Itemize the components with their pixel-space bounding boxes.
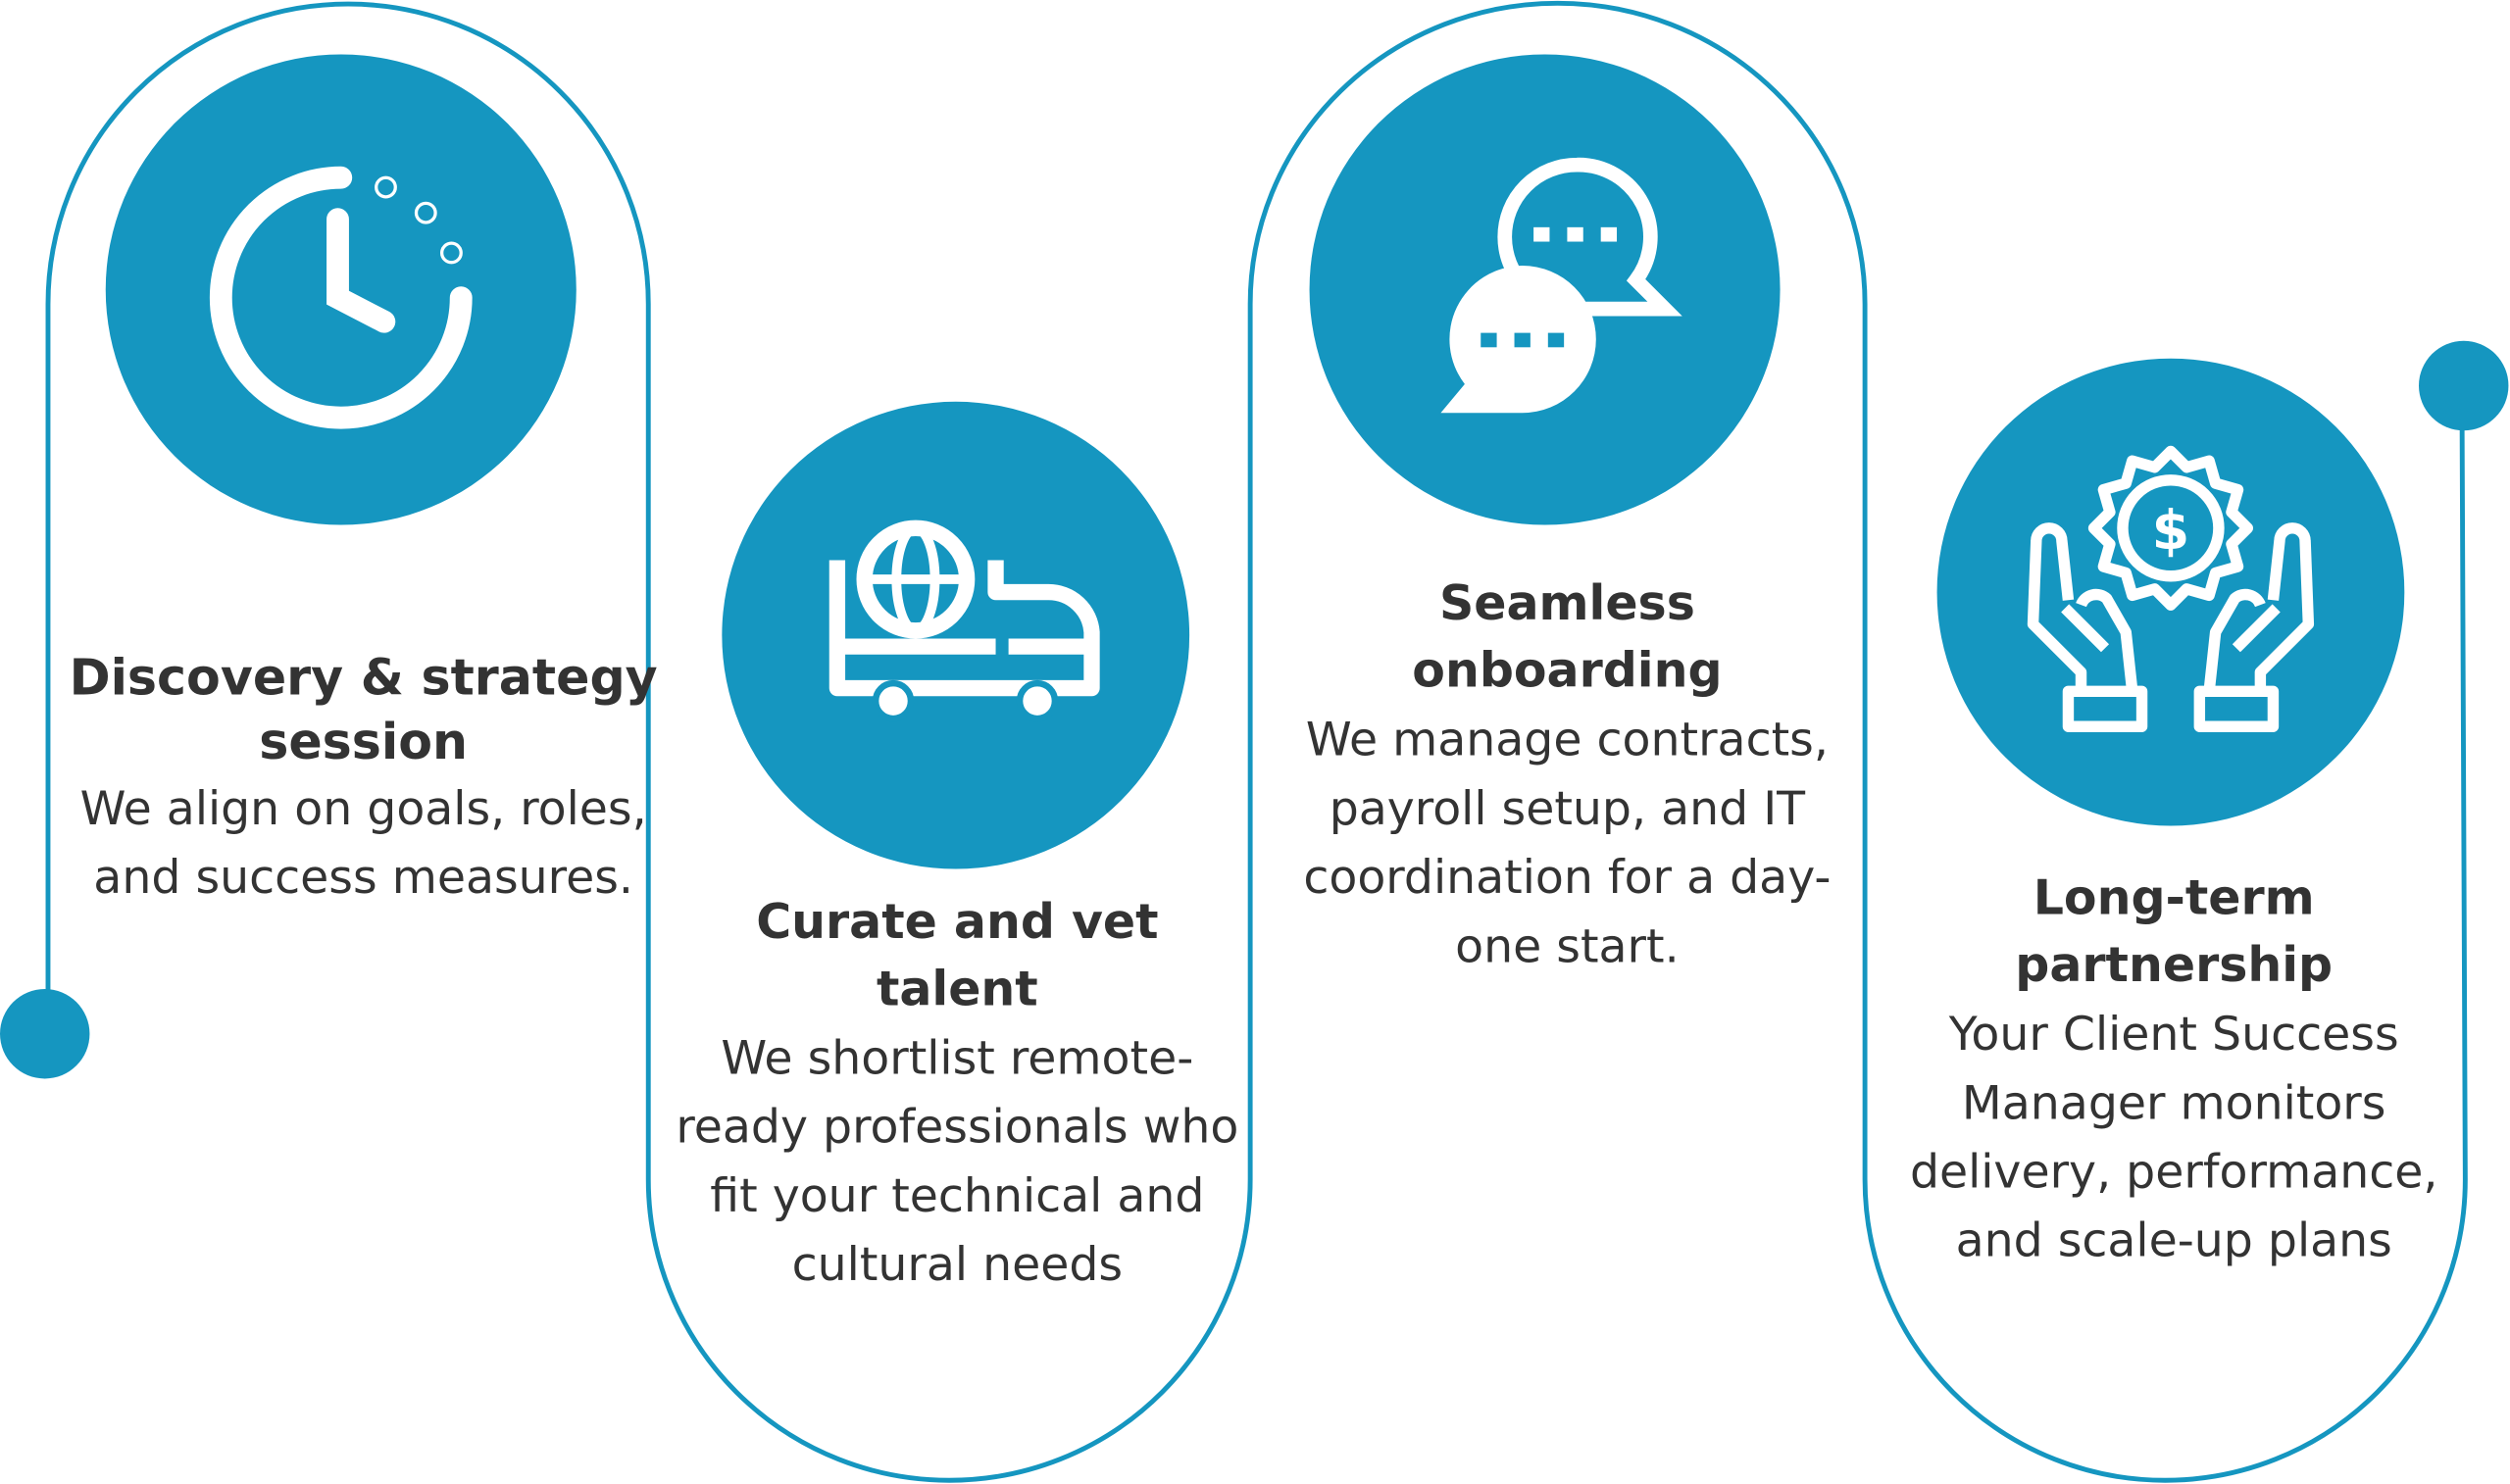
step-3-icon-circle [1309, 54, 1781, 525]
step-3-description: We manage contracts, payroll setup, and … [1303, 712, 1832, 973]
step-3-title: Seamless onboarding [1412, 575, 1723, 700]
start-dot [0, 989, 90, 1079]
step-2-title: Curate and vet talent [756, 894, 1159, 1018]
step-1-title: Discovery & strategy session [69, 649, 658, 771]
svg-text:$: $ [2152, 499, 2190, 563]
step-1-icon-circle [105, 54, 577, 525]
step-4-icon-circle: $ [1936, 358, 2405, 826]
step-4-title: Long-term partnership [2015, 870, 2334, 994]
step-1-text: Discovery & strategy session We align on… [59, 647, 667, 913]
step-2-text: Curate and vet talent We shortlist remot… [653, 890, 1261, 1300]
step-3-text: Seamless onboarding We manage contracts,… [1263, 571, 1871, 981]
delivery-truck-globe-icon [828, 519, 1100, 722]
clock-icon [209, 166, 473, 429]
step-4-description: Your Client Success Manager monitors del… [1909, 1006, 2438, 1268]
step-1-description: We align on goals, roles, and success me… [79, 780, 647, 905]
hands-dollar-icon: $ [2027, 445, 2315, 732]
step-4-text: Long-term partnership Your Client Succes… [1870, 866, 2478, 1275]
end-dot [2419, 340, 2509, 431]
connector-path [45, 0, 2468, 1483]
step-2-description: We shortlist remote-ready professionals … [676, 1030, 1239, 1292]
step-2-icon-circle [722, 401, 1190, 869]
chat-bubbles-icon [1440, 157, 1682, 414]
